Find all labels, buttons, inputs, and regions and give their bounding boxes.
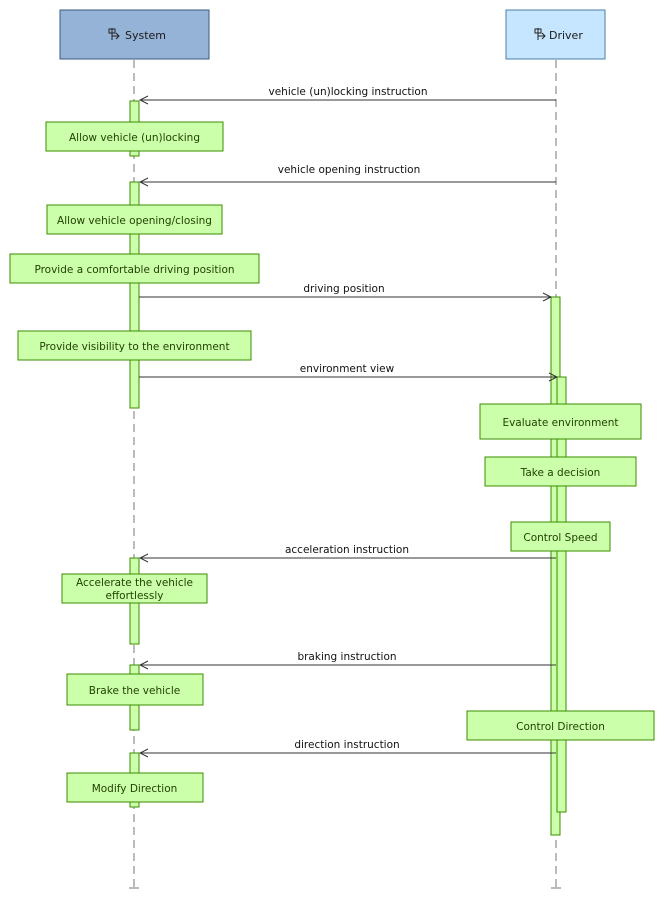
function-box[interactable]: Allow vehicle opening/closing <box>46 204 223 235</box>
function-box[interactable]: Control Speed <box>510 521 611 552</box>
function-box[interactable]: Brake the vehicle <box>66 673 204 706</box>
function-label: Evaluate environment <box>502 417 618 429</box>
message[interactable]: acceleration instruction <box>140 544 556 558</box>
functions: Allow vehicle (un)locking Allow vehicle … <box>9 121 655 803</box>
function-box-frame[interactable] <box>479 403 642 440</box>
function-label: Allow vehicle opening/closing <box>57 215 212 227</box>
actor-component-icon <box>108 28 120 40</box>
function-box[interactable]: Provide a comfortable driving position <box>9 253 260 284</box>
activation-bar <box>129 181 140 409</box>
message[interactable]: direction instruction <box>140 739 556 753</box>
function-box-frame[interactable] <box>66 772 204 803</box>
function-box-frame[interactable] <box>46 204 223 235</box>
lifeline-system-label: System <box>125 29 166 42</box>
function-label: Provide visibility to the environment <box>39 341 229 353</box>
message-label: acceleration instruction <box>285 544 409 556</box>
function-box[interactable]: Evaluate environment <box>479 403 642 440</box>
function-label: Brake the vehicle <box>89 685 180 697</box>
message-label: direction instruction <box>294 739 399 751</box>
function-box-frame[interactable] <box>61 573 208 604</box>
message-label: driving position <box>303 283 384 295</box>
function-label: Allow vehicle (un)locking <box>69 132 200 144</box>
function-box[interactable]: Modify Direction <box>66 772 204 803</box>
lifeline-system[interactable]: System <box>59 9 210 60</box>
function-label: Control Speed <box>523 532 597 544</box>
function-box-frame[interactable] <box>66 673 204 706</box>
function-label: Provide a comfortable driving position <box>34 264 234 276</box>
message[interactable]: driving position <box>139 283 551 297</box>
function-box[interactable]: Provide visibility to the environment <box>17 330 252 361</box>
actor-component-icon <box>534 28 546 40</box>
function-box[interactable]: Accelerate the vehicle effortlessly <box>61 573 208 604</box>
lifeline-driver-label: Driver <box>549 29 583 42</box>
message[interactable]: vehicle opening instruction <box>140 164 556 182</box>
function-box-frame[interactable] <box>45 121 224 152</box>
message[interactable]: environment view <box>139 363 557 377</box>
function-box[interactable]: Take a decision <box>484 456 637 487</box>
message[interactable]: vehicle (un)locking instruction <box>140 86 556 100</box>
message-label: vehicle (un)locking instruction <box>268 86 427 98</box>
function-box-frame[interactable] <box>9 253 260 284</box>
message-label: environment view <box>300 363 395 375</box>
function-label: effortlessly <box>105 590 163 602</box>
activation-bar <box>556 376 567 813</box>
function-label: Modify Direction <box>92 783 178 795</box>
function-box-frame[interactable] <box>466 710 655 741</box>
lifeline-driver[interactable]: Driver <box>505 9 606 60</box>
function-box-frame[interactable] <box>510 521 611 552</box>
lifeline-system-head[interactable] <box>59 9 210 60</box>
function-label: Accelerate the vehicle <box>76 577 193 589</box>
function-box[interactable]: Allow vehicle (un)locking <box>45 121 224 152</box>
function-label: Take a decision <box>520 467 601 479</box>
messages: vehicle (un)locking instruction vehicle … <box>139 86 557 753</box>
function-label: Control Direction <box>516 721 605 733</box>
function-box[interactable]: Control Direction <box>466 710 655 741</box>
message-label: vehicle opening instruction <box>278 164 421 176</box>
function-box-frame[interactable] <box>484 456 637 487</box>
function-box-frame[interactable] <box>17 330 252 361</box>
lifeline-driver-head[interactable] <box>505 9 606 60</box>
message[interactable]: braking instruction <box>140 651 556 665</box>
message-label: braking instruction <box>297 651 396 663</box>
